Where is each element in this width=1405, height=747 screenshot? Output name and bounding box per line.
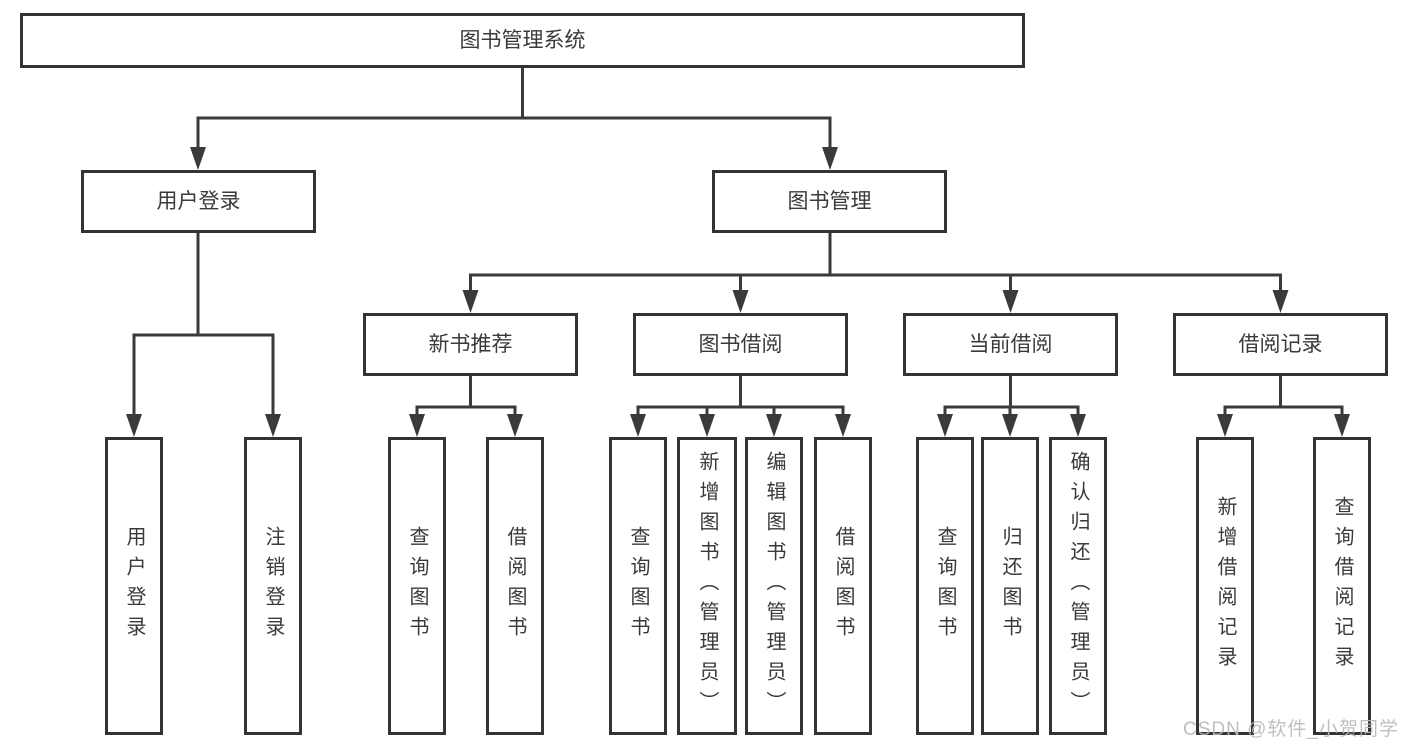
tree-branch-lines: [132, 66, 1344, 420]
leaf-query-books-borrowing: 查询图书: [609, 437, 667, 735]
leaf-label: 确认归还（管理员）: [1067, 451, 1089, 721]
leaf-label: 查询图书: [406, 526, 428, 646]
leaf-label: 查询图书: [627, 526, 649, 646]
leaf-user-login: 用户登录: [105, 437, 163, 735]
leaf-borrow-books: 借阅图书: [814, 437, 872, 735]
node-label: 图书管理系统: [459, 29, 586, 52]
node-label: 新书推荐: [428, 333, 513, 356]
leaf-label: 新增图书（管理员）: [696, 451, 718, 721]
leaf-query-borrow-record: 查询借阅记录: [1313, 437, 1371, 735]
node-book-management: 图书管理: [712, 170, 947, 233]
leaf-borrow-books-recommend: 借阅图书: [486, 437, 544, 735]
node-label: 借阅记录: [1238, 333, 1323, 356]
arrowheads: [126, 147, 1350, 437]
leaf-query-books-current: 查询图书: [916, 437, 974, 735]
leaf-label: 归还图书: [999, 526, 1021, 646]
node-label: 当前借阅: [968, 333, 1053, 356]
leaf-label: 查询借阅记录: [1331, 496, 1353, 676]
node-borrowing-records: 借阅记录: [1173, 313, 1388, 376]
leaf-label: 借阅图书: [504, 526, 526, 646]
csdn-watermark: CSDN @软件_小贺同学: [1183, 719, 1399, 740]
leaf-return-books: 归还图书: [981, 437, 1039, 735]
leaf-add-book-admin: 新增图书（管理员）: [677, 437, 737, 735]
node-current-borrowing: 当前借阅: [903, 313, 1118, 376]
leaf-add-borrow-record: 新增借阅记录: [1196, 437, 1254, 735]
node-label: 图书借阅: [698, 333, 783, 356]
leaf-label: 查询图书: [934, 526, 956, 646]
leaf-query-books-recommend: 查询图书: [388, 437, 446, 735]
leaf-confirm-return-admin: 确认归还（管理员）: [1049, 437, 1107, 735]
leaf-label: 借阅图书: [832, 526, 854, 646]
leaf-logout: 注销登录: [244, 437, 302, 735]
node-label: 用户登录: [156, 190, 241, 213]
leaf-label: 新增借阅记录: [1214, 496, 1236, 676]
leaf-label: 用户登录: [123, 526, 145, 646]
leaf-label: 编辑图书（管理员）: [763, 451, 785, 721]
node-book-borrowing: 图书借阅: [633, 313, 848, 376]
node-new-book-recommend: 新书推荐: [363, 313, 578, 376]
leaf-edit-book-admin: 编辑图书（管理员）: [745, 437, 803, 735]
node-label: 图书管理: [787, 190, 872, 213]
node-library-system: 图书管理系统: [20, 13, 1025, 68]
leaf-label: 注销登录: [262, 526, 284, 646]
node-user-login: 用户登录: [81, 170, 316, 233]
